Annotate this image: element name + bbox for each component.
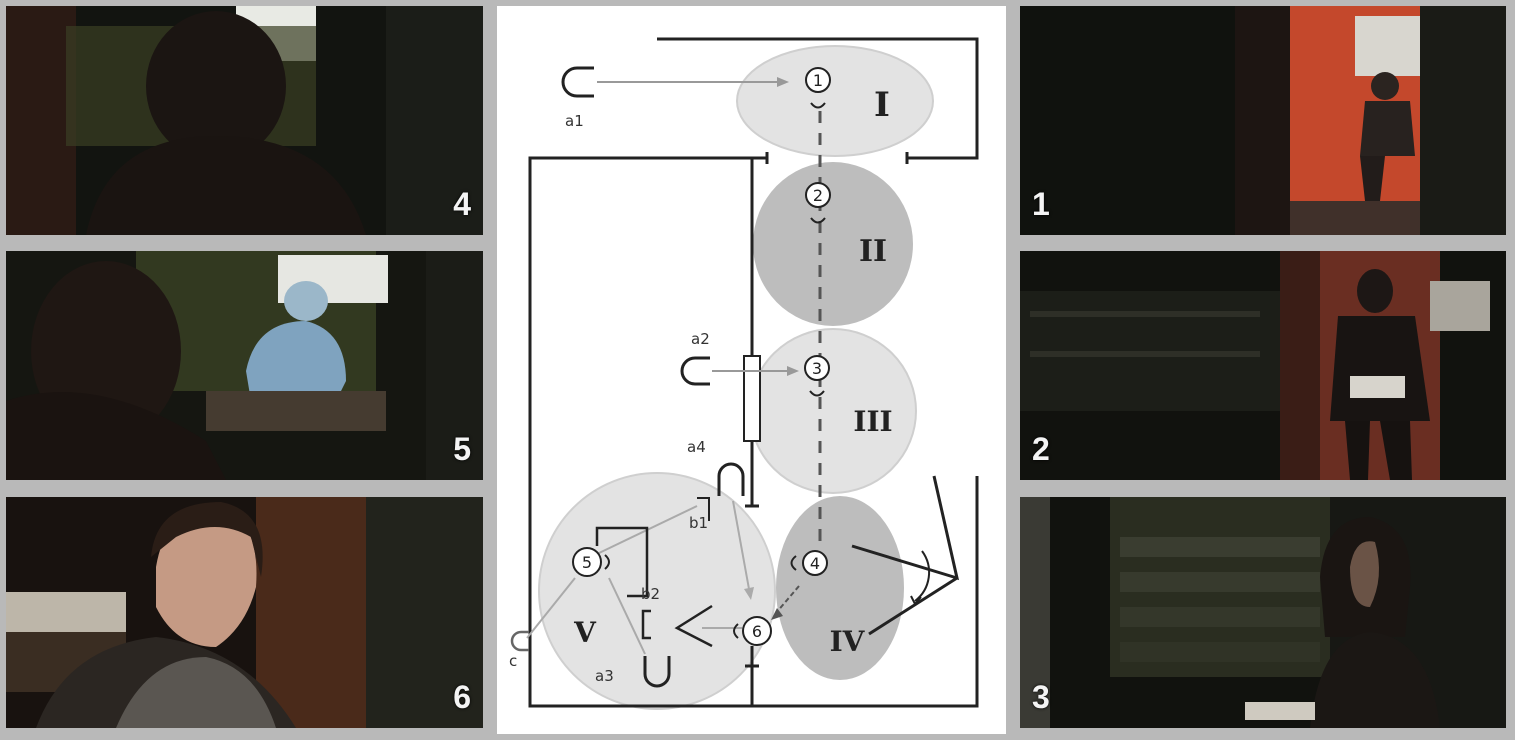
label-c: c	[509, 652, 517, 670]
state-node-5: 5	[572, 547, 610, 577]
film-frame-image	[6, 6, 483, 235]
film-frame-image	[6, 497, 483, 728]
state-node-2: 2	[805, 182, 831, 224]
film-frame-1: 1	[1020, 6, 1506, 235]
label-a1: a1	[565, 112, 584, 130]
film-frame-2: 2	[1020, 251, 1506, 480]
film-frame-5: 5	[6, 251, 483, 480]
label-a4: a4	[687, 438, 706, 456]
phase-IV-zone	[776, 496, 904, 680]
phase-label-III: III	[853, 405, 892, 438]
frame-number: 1	[1032, 186, 1050, 222]
frame-number: 5	[453, 431, 471, 467]
label-b2: b2	[641, 585, 660, 603]
state-node-3: 3	[804, 355, 830, 397]
film-frame-image	[6, 251, 483, 480]
label-b1: b1	[689, 514, 708, 532]
state-number: 1	[813, 71, 823, 90]
film-frame-image	[1020, 6, 1506, 235]
film-frame-6: 6	[6, 497, 483, 728]
phase-I-zone	[736, 45, 934, 157]
state-node-6: 6	[733, 616, 772, 646]
state-number: 5	[582, 553, 592, 572]
frame-number: 4	[453, 186, 471, 222]
diagram-svg: 1 2 3 4 5 6 I II III	[509, 37, 979, 710]
state-number: 3	[812, 359, 822, 378]
scene-transition-diagram: 1 2 3 4 5 6 I II III	[497, 6, 1006, 734]
label-a2: a2	[691, 330, 710, 348]
film-frame-4: 4	[6, 6, 483, 235]
frame-number: 2	[1032, 431, 1050, 467]
state-number: 4	[810, 554, 820, 573]
state-number: 6	[752, 622, 762, 641]
state-node-4: 4	[790, 550, 828, 576]
phase-II-zone	[753, 162, 913, 326]
phase-label-V: V	[573, 616, 597, 649]
frame-number: 6	[453, 679, 471, 715]
film-frame-image	[1020, 251, 1506, 480]
frame-number: 3	[1032, 679, 1050, 715]
film-frame-3: 3	[1020, 497, 1506, 728]
phase-label-IV: IV	[830, 625, 866, 658]
phase-label-II: II	[859, 234, 887, 269]
phase-label-I: I	[874, 85, 890, 125]
state-node-1: 1	[805, 67, 831, 109]
film-frame-image	[1020, 497, 1506, 728]
label-a3: a3	[595, 667, 614, 685]
state-number: 2	[813, 186, 823, 205]
